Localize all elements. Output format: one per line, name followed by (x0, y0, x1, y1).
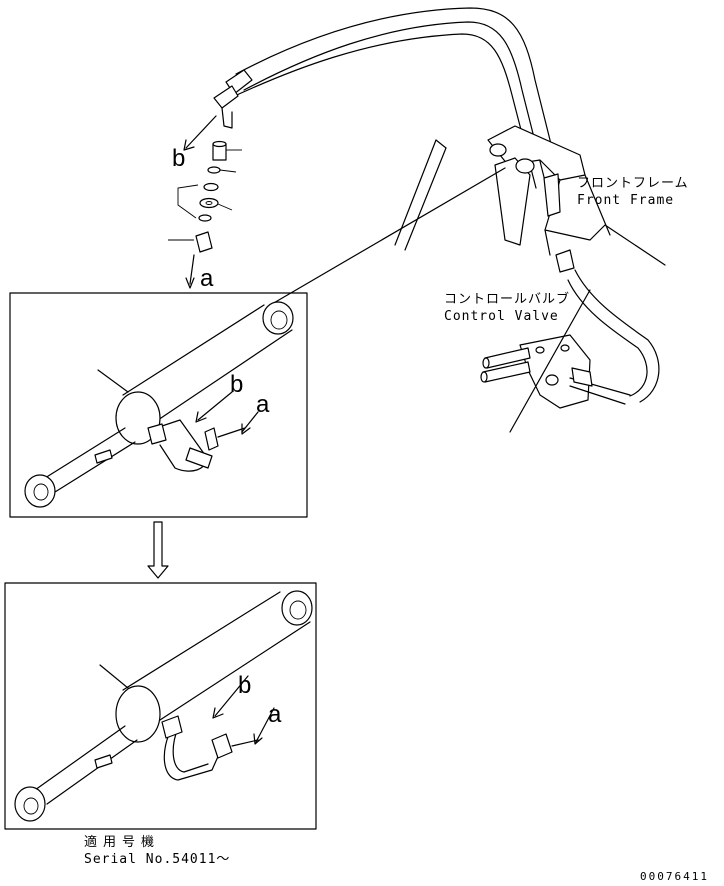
callout-b-box1: b (230, 371, 243, 398)
front-frame (394, 125, 666, 273)
front-frame-en-label: Front Frame (577, 193, 674, 208)
detail-box-original (9, 292, 308, 518)
control-valve-jp-label: コントロールバルブ (444, 291, 570, 307)
control-valve (480, 269, 660, 433)
fitting-stack (168, 115, 242, 289)
control-valve-en-label: Control Valve (444, 309, 559, 324)
front-frame-jp-label: フロントフレーム (577, 176, 689, 191)
serial-label: Serial No.54011～ (84, 852, 230, 867)
callout-a-box1: a (256, 391, 270, 418)
callout-a-top: a (200, 265, 214, 292)
down-arrow-icon (147, 521, 169, 579)
overhead-hose (213, 7, 561, 189)
callout-b-top: b (172, 145, 185, 172)
drawing-number: 00076411 (640, 870, 709, 883)
callout-b-box2: b (238, 672, 251, 699)
applicable-jp-label: 適用号機 (84, 834, 160, 850)
callout-a-box2: a (268, 701, 282, 728)
leader-line (271, 167, 506, 305)
detail-box-modified (4, 582, 317, 830)
